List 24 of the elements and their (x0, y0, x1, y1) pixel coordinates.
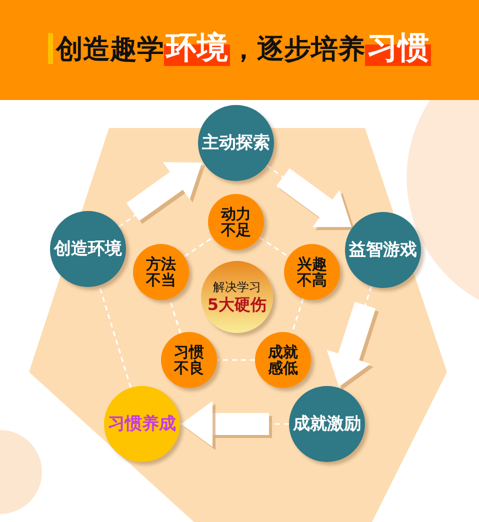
step-label: 创造环境 (54, 239, 122, 259)
step-label: 益智游戏 (349, 240, 417, 260)
problem-label: 兴趣不高 (296, 256, 328, 288)
step-label: 主动探索 (202, 133, 270, 153)
problem-label: 方法不当 (145, 256, 177, 288)
arrow (266, 164, 353, 228)
arrow (180, 401, 289, 447)
dashed-line (217, 359, 255, 361)
step-label: 成就激励 (293, 414, 361, 434)
goal-label: 习惯养成 (108, 414, 176, 434)
problem-label: 习惯不良 (173, 344, 205, 376)
dashed-line (258, 236, 290, 258)
dashed-line (184, 236, 214, 258)
title: 创造趣学环境，逐步培养习惯 (56, 29, 431, 68)
step-circle (198, 105, 274, 181)
center-title: 5大硬伤 (207, 294, 267, 314)
center-heading: 解决学习 (213, 280, 261, 294)
arrow (326, 286, 376, 388)
arrow (118, 162, 206, 228)
dashed-line (291, 298, 304, 334)
dashed-line (168, 298, 182, 334)
problem-label: 动力不足 (220, 206, 252, 238)
problem-label: 成就感低 (267, 344, 299, 376)
dashed-line (98, 285, 132, 388)
